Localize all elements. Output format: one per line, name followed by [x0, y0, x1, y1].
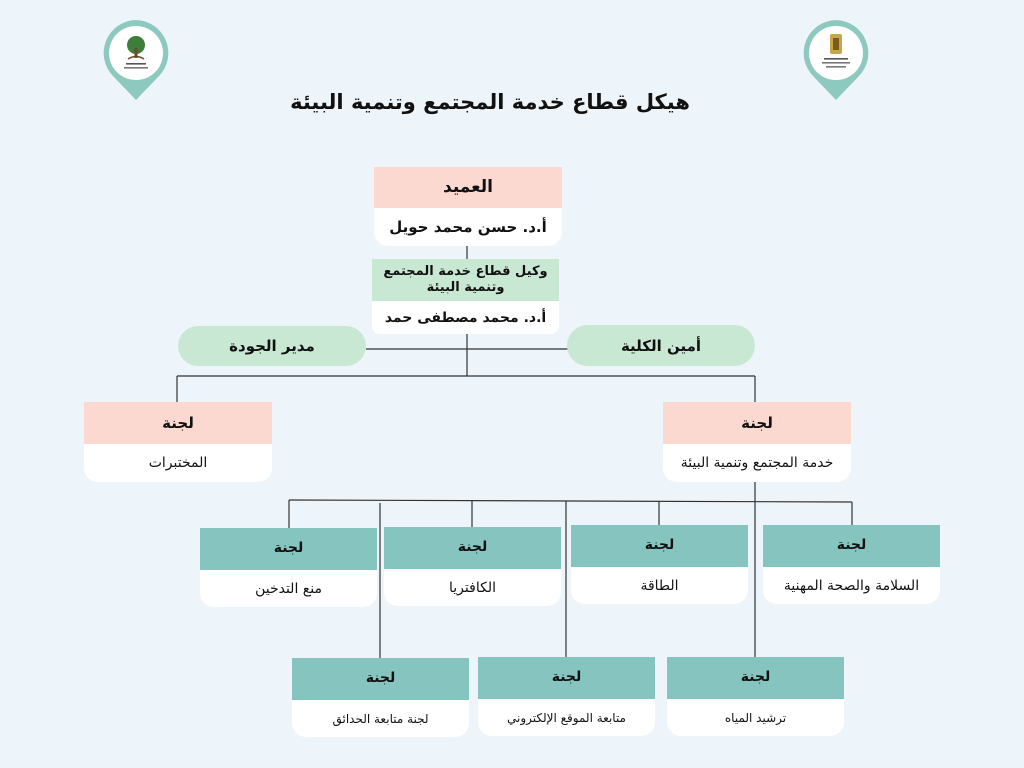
- university-logo-right: [801, 18, 871, 102]
- committee-water-label: لجنة: [667, 657, 844, 699]
- vice-dean-name: أ.د. محمد مصطفى حمد: [384, 309, 547, 326]
- committee-community-service-name: خدمة المجتمع وتنمية البيئة: [680, 455, 834, 471]
- dean-label: العميد: [374, 167, 562, 208]
- committee-cafeteria-name: الكافتريا: [449, 579, 496, 596]
- committee-gardens: لجنة لجنة متابعة الحدائق: [292, 658, 469, 737]
- committee-cafeteria-label: لجنة: [384, 527, 561, 569]
- committee-gardens-name: لجنة متابعة الحدائق: [332, 711, 429, 726]
- committee-safety-name: السلامة والصحة المهنية: [783, 577, 920, 594]
- committee-website: لجنة متابعة الموقع الإلكتروني: [478, 657, 655, 736]
- committee-labs: لجنة المختبرات: [84, 402, 272, 482]
- committee-no-smoking: لجنة منع التدخين: [200, 528, 377, 607]
- committee-water: لجنة ترشيد المياه: [667, 657, 844, 736]
- dean-box: العميد أ.د. حسن محمد حويل: [374, 167, 562, 246]
- committee-gardens-label: لجنة: [292, 658, 469, 700]
- vice-dean-label: وكيل قطاع خدمة المجتمع وتنمية البيئة: [372, 259, 559, 301]
- committee-energy: لجنة الطاقة: [571, 525, 748, 604]
- page-title: هيكل قطاع خدمة المجتمع وتنمية البيئة: [290, 90, 690, 114]
- committee-energy-label: لجنة: [571, 525, 748, 567]
- committee-community-service-label: لجنة: [663, 402, 851, 444]
- committee-cafeteria: لجنة الكافتريا: [384, 527, 561, 606]
- dean-name: أ.د. حسن محمد حويل: [389, 218, 547, 236]
- committee-website-label: لجنة: [478, 657, 655, 699]
- committee-safety-label: لجنة: [763, 525, 940, 567]
- committee-no-smoking-name: منع التدخين: [255, 580, 322, 597]
- quality-manager-pill: مدير الجودة: [178, 326, 366, 366]
- committee-no-smoking-label: لجنة: [200, 528, 377, 570]
- committee-website-name: متابعة الموقع الإلكتروني: [507, 710, 626, 725]
- faculty-logo-left: [101, 18, 171, 102]
- committee-water-name: ترشيد المياه: [724, 710, 787, 725]
- committee-energy-name: الطاقة: [640, 577, 679, 594]
- vice-dean-box: وكيل قطاع خدمة المجتمع وتنمية البيئة أ.د…: [372, 259, 559, 334]
- college-secretary-pill: أمين الكلية: [567, 325, 755, 366]
- committee-labs-label: لجنة: [84, 402, 272, 444]
- committee-community-service: لجنة خدمة المجتمع وتنمية البيئة: [663, 402, 851, 482]
- committee-labs-name: المختبرات: [148, 455, 208, 471]
- committee-safety: لجنة السلامة والصحة المهنية: [763, 525, 940, 604]
